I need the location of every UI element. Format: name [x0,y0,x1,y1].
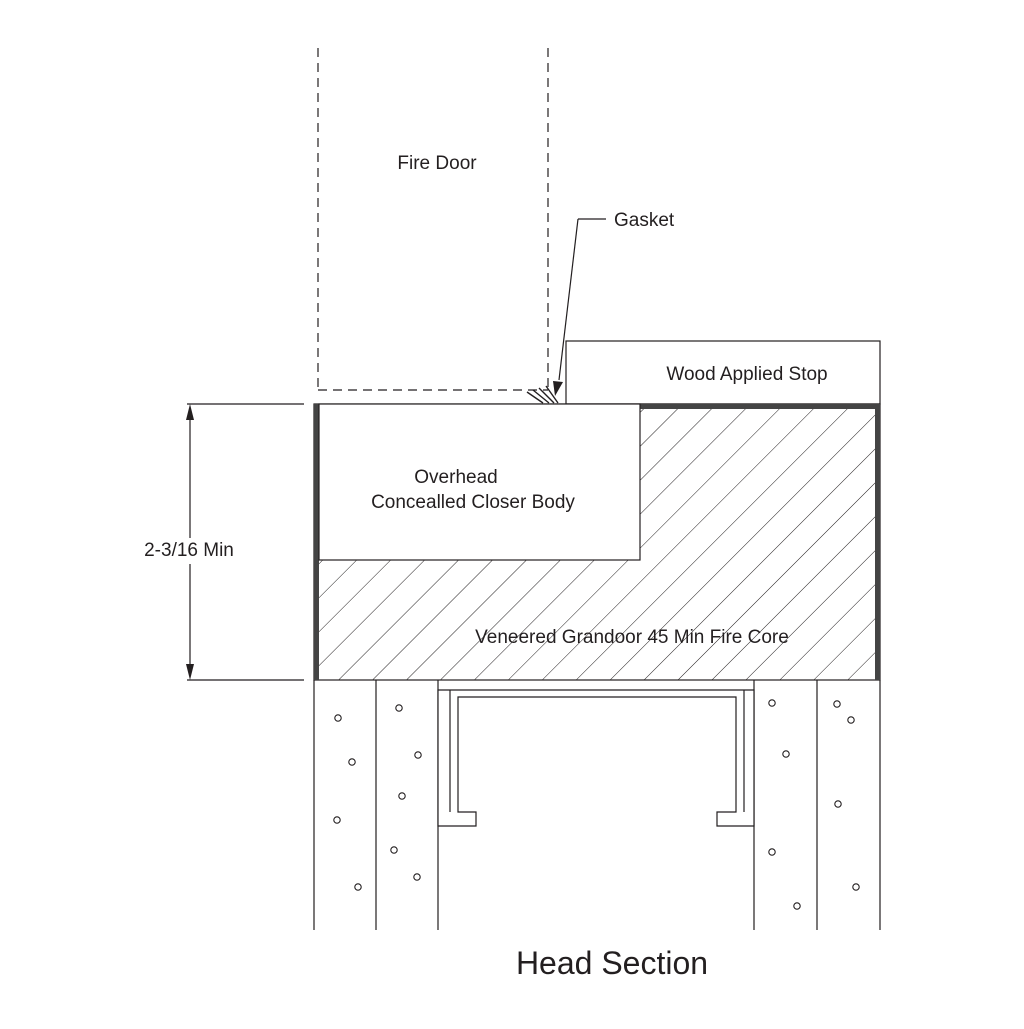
gasket-label: Gasket [614,210,675,231]
dimension-arrow-bottom [186,664,194,680]
fire-door [317,48,549,391]
wood-applied-stop-label: Wood Applied Stop [666,364,827,385]
dimension-arrow-top [186,404,194,420]
edge-band-top [640,404,880,409]
closer-body [318,403,641,561]
wood-applied-stop [565,340,881,405]
drawing-title: Head Section [516,945,708,981]
fire-core-label: Veneered Grandoor 45 Min Fire Core [475,627,789,648]
edge-band-left [314,404,319,680]
dimension-line [187,403,304,681]
frame-section [313,680,881,930]
gasket-leader [558,218,606,381]
steel-channel-lips [449,690,745,812]
dimension-label: 2-3/16 Min [144,540,234,561]
closer-label-line2: Concealled Closer Body [371,492,575,513]
edge-band-right [875,404,880,680]
steel-channel [437,689,755,827]
gasket-arrowhead [553,381,563,396]
fire-door-label: Fire Door [397,153,477,174]
gasket-seal [526,385,559,404]
closer-label-line1: Overhead [414,467,497,488]
aggregate-dots [333,699,860,910]
